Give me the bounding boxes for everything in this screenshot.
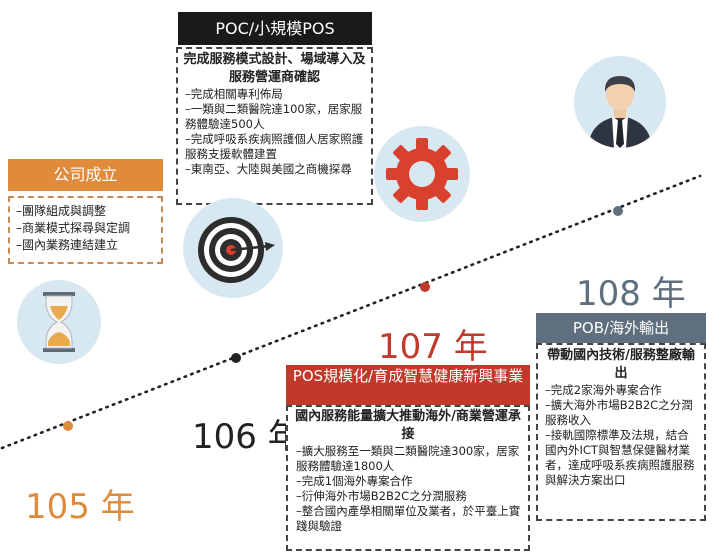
stage-105-header: 公司成立 <box>8 159 163 191</box>
list-item: –完成2家海外專案合作 <box>545 383 662 397</box>
year-107: 107 年 <box>378 327 488 367</box>
stage-108-title: 帶動國內技術/服務整廠輸出 <box>547 348 695 381</box>
hourglass-icon <box>17 280 101 364</box>
list-item: –完成相關專利佈局 <box>185 87 283 101</box>
stage-106-header: POC/小規模POS <box>178 12 372 45</box>
year-105: 105 年 <box>25 487 135 527</box>
stage-106-box: 完成服務模式設計、場域導入及服務營運商確認 –完成相關專利佈局 –一類與二類醫院… <box>176 47 373 205</box>
list-item: –衍伸海外市場B2B2C之分潤服務 <box>296 489 467 503</box>
timeline-dot-105 <box>63 421 73 431</box>
list-item: –團隊組成與調整 <box>16 204 107 218</box>
list-item: –完成呼吸系疾病照護個人居家照護服務支援軟體建置 <box>185 132 364 161</box>
list-item: –東南亞、大陸與美國之商機探尋 <box>185 162 352 176</box>
year-108: 108 年 <box>576 274 686 314</box>
timeline-dot-106 <box>231 353 241 363</box>
timeline-dot-108 <box>613 206 623 216</box>
target-icon <box>183 198 283 298</box>
businessman-icon <box>574 56 666 148</box>
stage-106-title: 完成服務模式設計、場域導入及服務營運商確認 <box>183 52 366 85</box>
stage-105-box: –團隊組成與調整 –商業模式探尋與定調 –國內業務連結建立 <box>8 196 163 264</box>
list-item: –擴大海外市場B2B2C之分潤服務收入 <box>545 398 693 427</box>
list-item: –商業模式探尋與定調 <box>16 221 131 235</box>
stage-107-title: 國內服務能量擴大推動海外/商業營運承接 <box>295 409 521 442</box>
stage-107-box: 國內服務能量擴大推動海外/商業營運承接 –擴大服務至一類與二類醫院達300家，居… <box>286 405 530 551</box>
stage-107-header: POS規模化/育成智慧健康新興事業 <box>286 365 530 405</box>
stage-108-box: 帶動國內技術/服務整廠輸出 –完成2家海外專案合作 –擴大海外市場B2B2C之分… <box>536 343 706 521</box>
list-item: –擴大服務至一類與二類醫院達300家，居家服務體驗達1800人 <box>296 444 520 473</box>
timeline-dot-107 <box>420 282 430 292</box>
list-item: –國內業務連結建立 <box>16 238 119 252</box>
list-item: –一類與二類醫院達100家，居家服務體驗達500人 <box>185 102 363 131</box>
gear-icon <box>374 126 470 222</box>
list-item: –完成1個海外專案合作 <box>296 474 413 488</box>
list-item: –整合國內產學相關單位及業者，於平臺上實踐與驗證 <box>296 504 521 533</box>
year-106: 106 年 <box>192 417 302 457</box>
list-item: –接軌國際標準及法規，結合國內外ICT與智慧保健醫材業者，達成呼吸系疾病照護服務… <box>545 428 695 487</box>
stage-108-header: POB/海外輸出 <box>536 313 706 343</box>
